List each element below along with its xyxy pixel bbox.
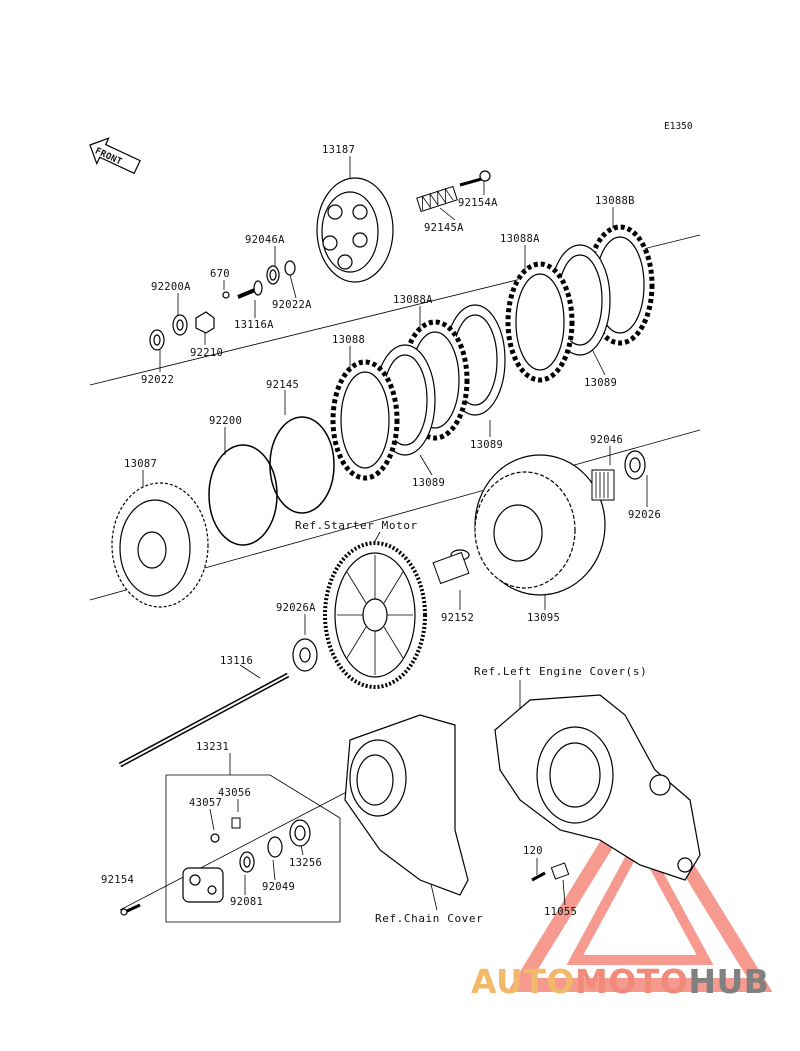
part-label-92152[interactable]: 92152 [441, 612, 475, 624]
part-label-13095[interactable]: 13095 [527, 612, 561, 624]
watermark-auto: AUTO [471, 962, 575, 1001]
part-label-92049[interactable]: 92049 [262, 881, 296, 893]
part-label-92210[interactable]: 92210 [190, 347, 224, 359]
part-label-92145A[interactable]: 92145A [424, 222, 464, 234]
pushrod-13116A[interactable] [237, 280, 263, 299]
washer-92022A[interactable] [284, 260, 296, 276]
starter-driven-gear[interactable] [323, 541, 427, 689]
part-label-13187[interactable]: 13187 [322, 144, 356, 156]
part-label-92145[interactable]: 92145 [266, 379, 300, 391]
pressure-plate-13187[interactable] [316, 177, 394, 283]
part-label-92026[interactable]: 92026 [628, 509, 662, 521]
part-label-11055[interactable]: 11055 [544, 906, 578, 918]
o-ring-92145[interactable] [269, 416, 335, 514]
part-label-13088B[interactable]: 13088B [595, 195, 635, 207]
bolt-92154A[interactable] [459, 170, 491, 187]
washer-92026[interactable] [624, 450, 646, 480]
part-label-92022A[interactable]: 92022A [272, 299, 312, 311]
part-label-92046[interactable]: 92046 [590, 434, 624, 446]
piston-92081[interactable] [239, 851, 255, 873]
bleeder-43056[interactable] [231, 817, 241, 829]
front-arrow-icon [89, 137, 141, 175]
part-label-13089-bottom[interactable]: 13089 [412, 477, 446, 489]
o-ring-92200[interactable] [208, 444, 278, 546]
seal-13256[interactable] [289, 819, 311, 847]
bolt-92154[interactable] [120, 903, 141, 916]
friction-plate-13088[interactable] [330, 359, 400, 481]
ref-left-engine-cover[interactable]: Ref.Left Engine Cover(s) [474, 665, 648, 678]
chain-cover[interactable] [344, 714, 469, 896]
part-label-13088A-top[interactable]: 13088A [500, 233, 540, 245]
ref-starter-motor[interactable]: Ref.Starter Motor [295, 519, 418, 532]
part-label-92046A[interactable]: 92046A [245, 234, 285, 246]
part-label-13087[interactable]: 13087 [124, 458, 158, 470]
part-label-670[interactable]: 670 [210, 268, 230, 280]
watermark-triangle-icon [507, 776, 773, 992]
part-label-13089-middle[interactable]: 13089 [470, 439, 504, 451]
clutch-hub-13087[interactable] [111, 482, 209, 608]
friction-plate-13088A-top[interactable] [505, 261, 575, 383]
spring-92145A[interactable] [416, 185, 458, 213]
bolt-120[interactable] [531, 871, 546, 882]
part-label-92200[interactable]: 92200 [209, 415, 243, 427]
bearing-92046A[interactable] [266, 265, 280, 285]
part-label-120[interactable]: 120 [523, 845, 543, 857]
part-label-13116[interactable]: 13116 [220, 655, 254, 667]
part-label-43057[interactable]: 43057 [189, 797, 223, 809]
part-label-92200A[interactable]: 92200A [151, 281, 191, 293]
sleeve-92152[interactable] [432, 549, 470, 585]
cap-43057[interactable] [210, 833, 220, 843]
part-label-13088A-mid[interactable]: 13088A [393, 294, 433, 306]
part-label-13256[interactable]: 13256 [289, 857, 323, 869]
part-label-13116A[interactable]: 13116A [234, 319, 274, 331]
bracket-11055[interactable] [550, 862, 570, 880]
part-label-92022[interactable]: 92022 [141, 374, 175, 386]
watermark-hub: HUB [688, 962, 770, 1001]
watermark-logo: AUTOMOTOHUB [471, 962, 769, 1001]
clutch-housing-13095[interactable] [474, 454, 606, 596]
needle-bearing-92046[interactable] [591, 469, 615, 501]
nut-92210[interactable] [195, 311, 215, 334]
washer-92200A[interactable] [172, 314, 188, 336]
push-rod-13116[interactable] [118, 672, 290, 768]
watermark-moto: MOTO [574, 962, 689, 1001]
ref-chain-cover[interactable]: Ref.Chain Cover [375, 912, 484, 925]
part-label-43056[interactable]: 43056 [218, 787, 252, 799]
diagram-code: E1350 [664, 121, 693, 132]
release-cylinder-13231[interactable] [182, 867, 224, 903]
part-label-92081[interactable]: 92081 [230, 896, 264, 908]
part-label-92026A[interactable]: 92026A [276, 602, 316, 614]
part-label-13089-right[interactable]: 13089 [584, 377, 618, 389]
ball-670[interactable] [222, 291, 230, 299]
part-label-92154A[interactable]: 92154A [458, 197, 498, 209]
left-engine-cover[interactable] [494, 694, 701, 881]
washer-92022[interactable] [149, 329, 165, 351]
part-label-92154[interactable]: 92154 [101, 874, 135, 886]
part-label-13231[interactable]: 13231 [196, 741, 230, 753]
spring-92049[interactable] [267, 836, 283, 858]
washer-92026A[interactable] [292, 638, 318, 672]
part-label-13088[interactable]: 13088 [332, 334, 366, 346]
